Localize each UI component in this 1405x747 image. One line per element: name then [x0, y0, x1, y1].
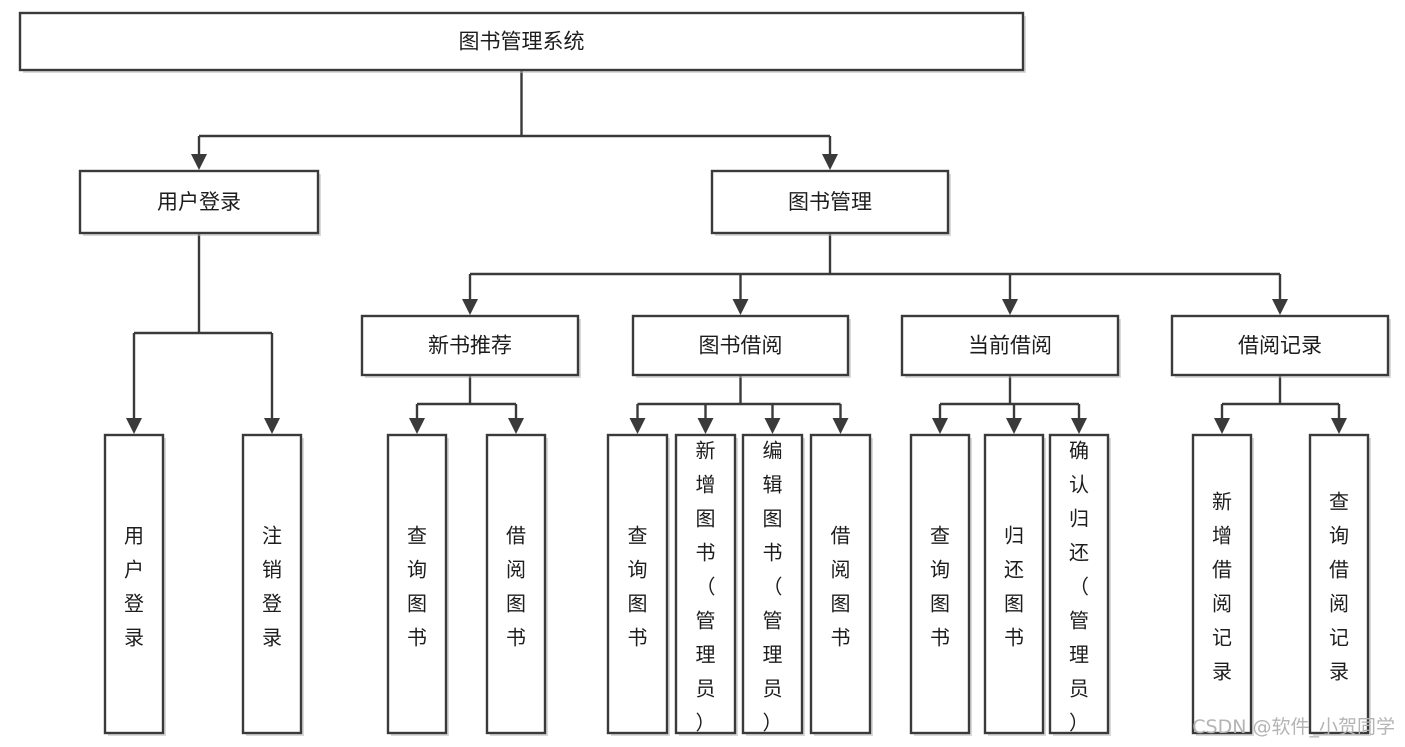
node-box-current-borrow[interactable] — [900, 314, 1120, 377]
node-leaf-user-login[interactable]: 用户登录 — [103, 433, 166, 736]
node-box-leaf-logout[interactable] — [241, 433, 303, 735]
node-leaf-borrow-book-2[interactable]: 借阅图书 — [809, 433, 873, 736]
node-label-leaf-return-book: 归还图书 — [1004, 524, 1024, 650]
node-user-login[interactable]: 用户登录 — [78, 169, 321, 236]
node-label-book-manage: 图书管理 — [788, 190, 872, 214]
node-label-borrow-record: 借阅记录 — [1238, 334, 1322, 358]
connector-group-borrow-record — [1214, 375, 1347, 434]
node-leaf-borrow-book-1[interactable]: 借阅图书 — [485, 433, 548, 736]
node-box-user-login[interactable] — [78, 169, 320, 235]
node-box-book-borrow[interactable] — [631, 314, 850, 377]
node-label-leaf-edit-book: 编辑图书（管理员） — [763, 439, 783, 735]
node-label-leaf-confirm-return: 确认归还（管理员） — [1069, 439, 1089, 735]
node-label-leaf-query-book-2: 查询图书 — [628, 524, 648, 650]
node-new-book-rec[interactable]: 新书推荐 — [360, 314, 581, 378]
node-book-manage[interactable]: 图书管理 — [710, 169, 951, 236]
node-box-leaf-add-book[interactable] — [674, 433, 737, 735]
node-label-new-book-rec: 新书推荐 — [428, 334, 512, 358]
node-label-leaf-add-record: 新增借阅记录 — [1212, 490, 1232, 684]
node-box-leaf-return-book[interactable] — [983, 433, 1045, 735]
node-label-root: 图书管理系统 — [459, 30, 585, 54]
node-root[interactable]: 图书管理系统 — [18, 11, 1026, 73]
node-label-leaf-user-login: 用户登录 — [124, 524, 144, 650]
node-leaf-edit-book[interactable]: 编辑图书（管理员） — [741, 433, 805, 736]
node-box-leaf-borrow-book-2[interactable] — [809, 433, 872, 735]
node-leaf-query-record[interactable]: 查询借阅记录 — [1308, 433, 1371, 736]
node-leaf-add-book[interactable]: 新增图书（管理员） — [674, 433, 738, 736]
node-box-leaf-confirm-return[interactable] — [1048, 433, 1110, 735]
node-leaf-logout[interactable]: 注销登录 — [241, 433, 304, 736]
connector-group-root — [191, 70, 838, 170]
node-current-borrow[interactable]: 当前借阅 — [900, 314, 1121, 378]
connector-group-book-manage — [462, 233, 1288, 315]
node-box-book-manage[interactable] — [710, 169, 950, 235]
connector-group-current-borrow — [932, 375, 1087, 434]
node-leaf-return-book[interactable]: 归还图书 — [983, 433, 1046, 736]
node-box-root[interactable] — [18, 11, 1025, 72]
node-box-leaf-edit-book[interactable] — [741, 433, 804, 735]
node-label-leaf-borrow-book-2: 借阅图书 — [831, 524, 851, 650]
node-label-book-borrow: 图书借阅 — [699, 334, 783, 358]
connector-group-user-login — [126, 233, 280, 434]
connector-group-book-borrow — [629, 375, 849, 434]
node-box-leaf-add-record[interactable] — [1191, 433, 1253, 735]
node-leaf-query-book-1[interactable]: 查询图书 — [386, 433, 449, 736]
node-box-leaf-query-book-1[interactable] — [386, 433, 448, 735]
node-label-leaf-logout: 注销登录 — [262, 524, 282, 650]
node-leaf-confirm-return[interactable]: 确认归还（管理员） — [1048, 433, 1111, 736]
node-book-borrow[interactable]: 图书借阅 — [631, 314, 851, 378]
node-label-user-login: 用户登录 — [157, 190, 241, 214]
node-box-leaf-borrow-book-1[interactable] — [485, 433, 547, 735]
node-label-leaf-query-record: 查询借阅记录 — [1329, 490, 1349, 684]
node-leaf-query-book-2[interactable]: 查询图书 — [606, 433, 670, 736]
node-label-leaf-borrow-book-1: 借阅图书 — [506, 524, 526, 650]
node-label-leaf-query-book-3: 查询图书 — [930, 524, 950, 650]
node-box-leaf-user-login[interactable] — [103, 433, 165, 735]
node-label-leaf-add-book: 新增图书（管理员） — [696, 439, 716, 735]
node-layer: 图书管理系统用户登录图书管理新书推荐图书借阅当前借阅借阅记录用户登录注销登录查询… — [18, 11, 1391, 736]
node-box-leaf-query-book-3[interactable] — [909, 433, 971, 735]
node-leaf-add-record[interactable]: 新增借阅记录 — [1191, 433, 1254, 736]
node-leaf-query-book-3[interactable]: 查询图书 — [909, 433, 972, 736]
node-label-leaf-query-book-1: 查询图书 — [407, 524, 427, 650]
node-box-new-book-rec[interactable] — [360, 314, 580, 377]
node-label-current-borrow: 当前借阅 — [968, 334, 1052, 358]
node-box-leaf-query-record[interactable] — [1308, 433, 1370, 735]
csdn-watermark: CSDN @软件_小贺同学 — [1192, 716, 1395, 738]
connector-layer — [126, 70, 1347, 434]
node-borrow-record[interactable]: 借阅记录 — [1170, 314, 1391, 378]
connector-group-new-book-rec — [409, 375, 524, 434]
node-box-leaf-query-book-2[interactable] — [606, 433, 669, 735]
node-box-borrow-record[interactable] — [1170, 314, 1390, 377]
